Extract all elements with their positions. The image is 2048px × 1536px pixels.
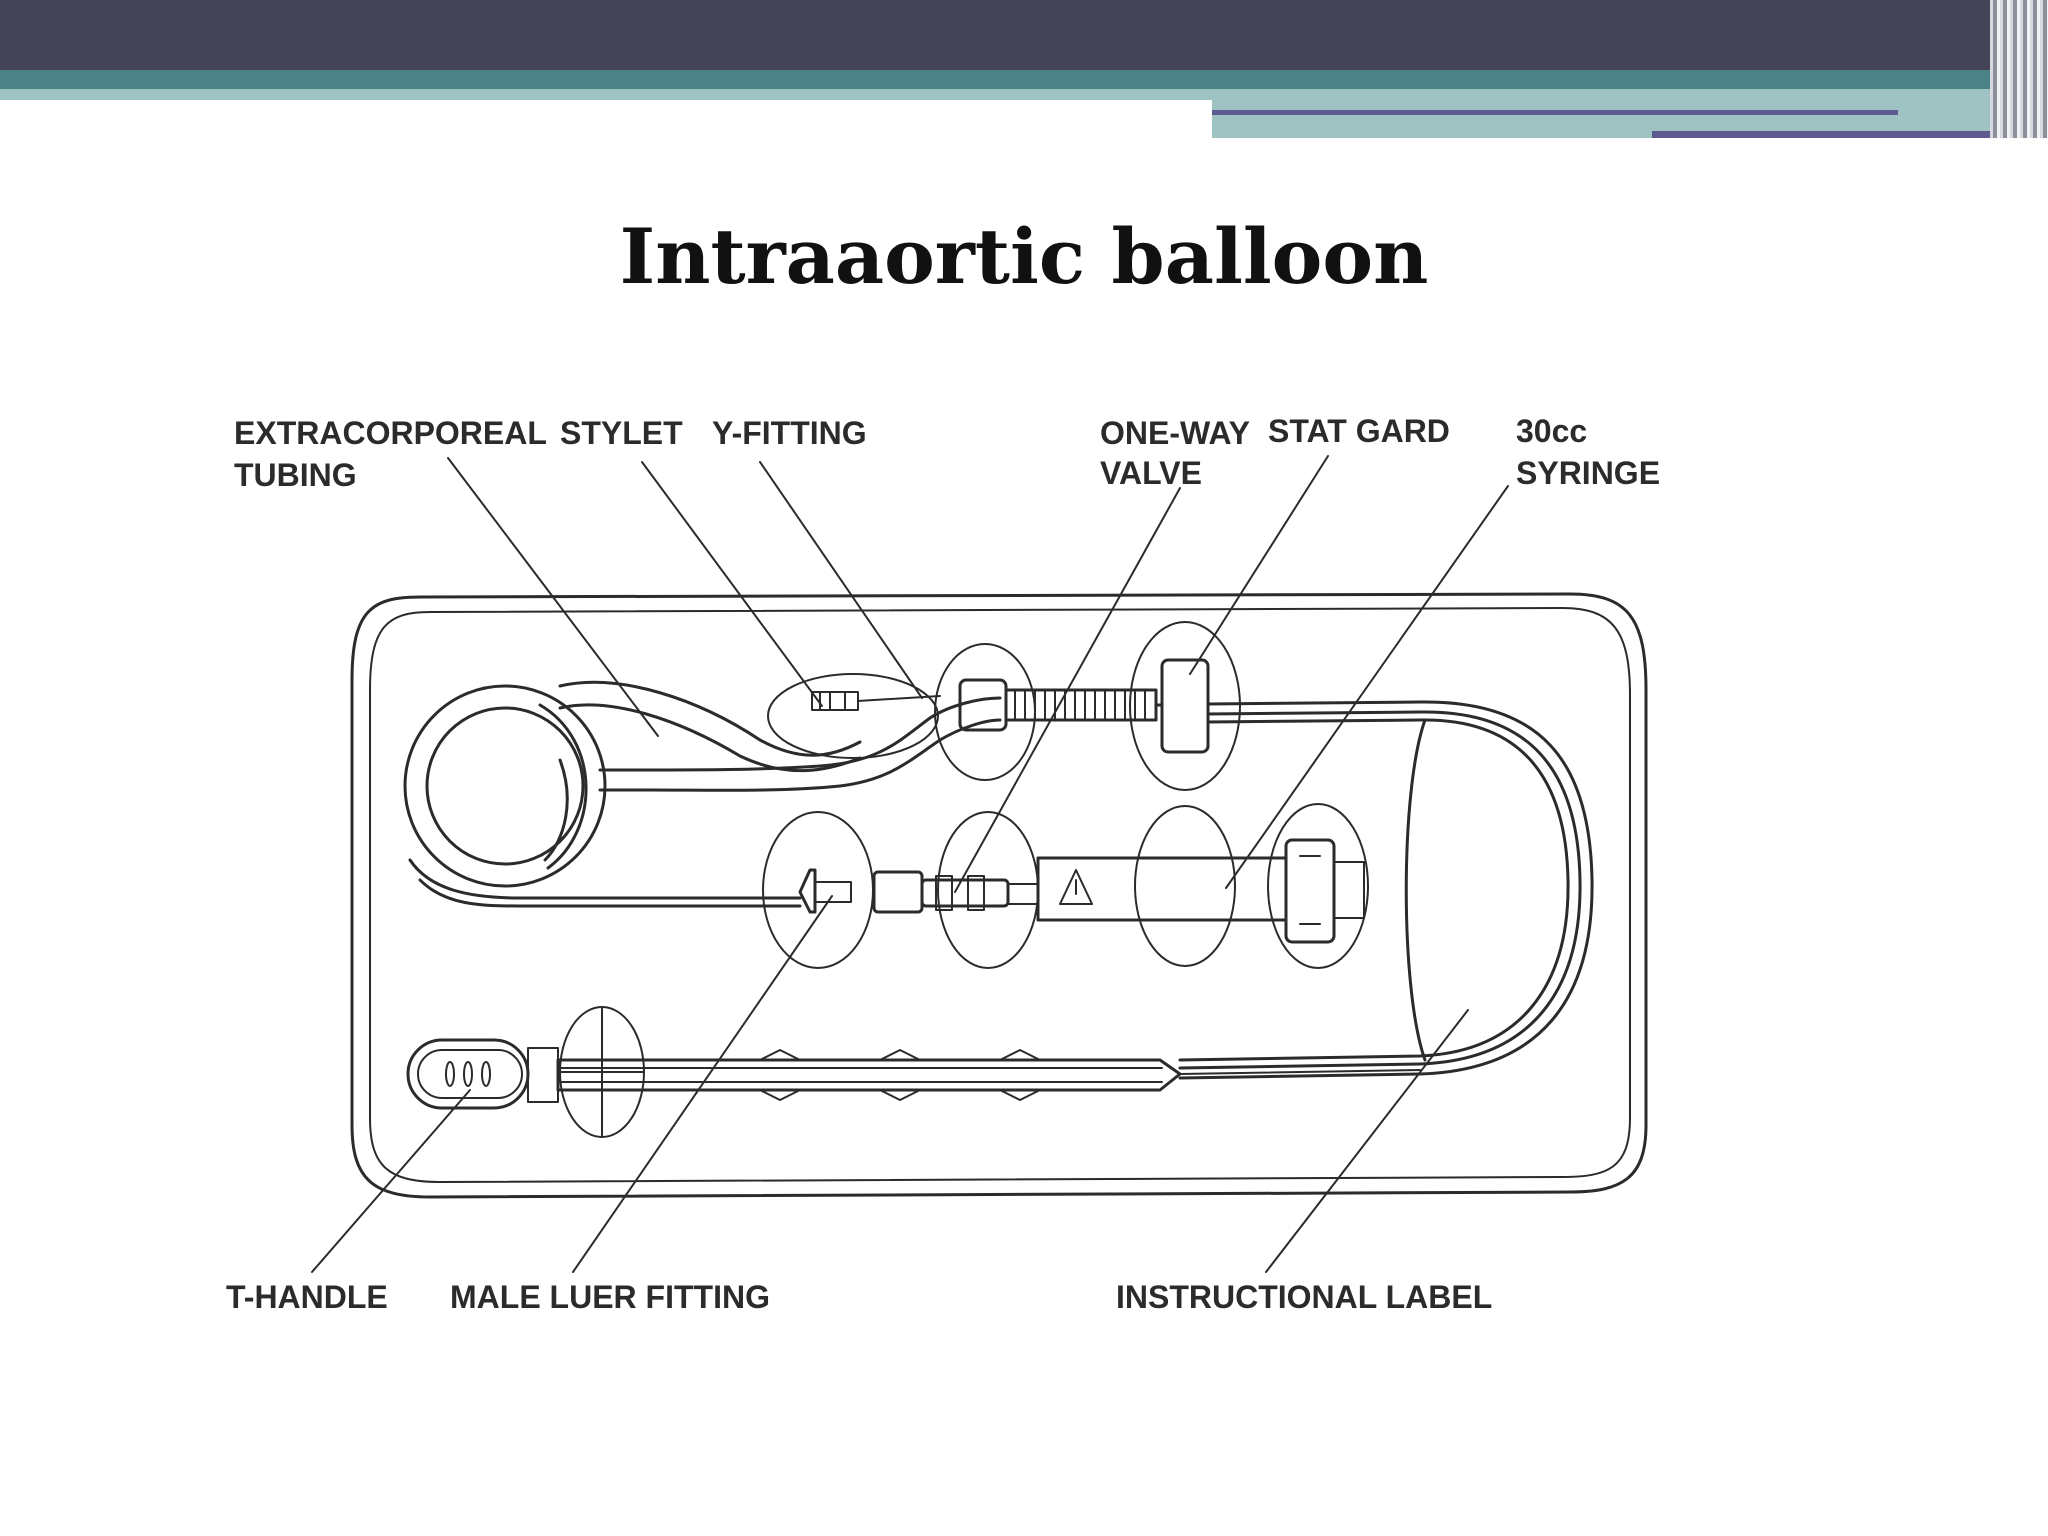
leader-male-luer-fitting <box>572 895 833 1273</box>
slide-title: Intraaortic balloon <box>619 212 1429 301</box>
pocket-yfitting <box>934 643 1036 781</box>
header-accent-line <box>1212 110 1898 115</box>
label-one-way-valve: ONE-WAY VALVE <box>1100 415 1258 491</box>
leader-stylet <box>641 461 823 707</box>
label-extracorporeal-tubing: EXTRACORPOREAL TUBING <box>234 415 555 493</box>
leader-stat-gard <box>1189 455 1329 675</box>
header-dark-band <box>0 0 2048 70</box>
label-stat-gard: STAT GARD <box>1268 413 1450 449</box>
label-t-handle: T-HANDLE <box>226 1279 388 1315</box>
balloon-hub <box>527 1047 559 1103</box>
stat-gard-coil <box>1004 688 1158 722</box>
leader-y-fitting <box>759 461 923 699</box>
tubing-coil-gap-arc-2 <box>543 758 569 862</box>
catheter-long-run-2 <box>1178 710 1582 1070</box>
instructional-label-area <box>1404 718 1427 1062</box>
tubing-upper-loop <box>558 680 862 757</box>
header-teal-band <box>0 70 2048 89</box>
tubing-lower-run-2 <box>418 878 802 908</box>
tray-outer <box>350 592 1648 1199</box>
leader-instructional-label <box>1265 1009 1469 1273</box>
one-way-valve-body <box>920 878 1010 908</box>
stylet-wire <box>857 695 941 702</box>
tubing-coil-gap-arc <box>538 703 588 870</box>
leader-extracorporeal-tubing <box>447 457 659 737</box>
tubing-lower-run <box>408 858 802 900</box>
label-male-luer-fitting: MALE LUER FITTING <box>450 1279 770 1315</box>
tubing-upper-run <box>598 696 1002 772</box>
catheter-long-run <box>1178 700 1594 1080</box>
syringe-warning-icon <box>1059 869 1093 905</box>
stat-gard-cap <box>1160 658 1210 754</box>
label-y-fitting: Y-FITTING <box>712 415 867 451</box>
label-30cc-syringe: 30cc SYRINGE <box>1516 413 1660 491</box>
tubing-coil-inner <box>425 706 585 866</box>
t-handle-slot-3 <box>481 1061 491 1087</box>
tray-inner <box>369 607 1631 1183</box>
connector-block <box>872 870 924 914</box>
label-stylet: STYLET <box>560 415 683 451</box>
label-instructional-label: INSTRUCTIONAL LABEL <box>1116 1279 1492 1315</box>
header-accent-line-short <box>1652 131 2010 138</box>
tubing-coil-outer <box>403 684 607 888</box>
t-handle-slot-2 <box>463 1061 473 1087</box>
t-handle-slot-1 <box>445 1061 455 1087</box>
male-luer-fitting <box>798 868 817 914</box>
leader-one-way-valve <box>954 487 1181 893</box>
pocket-syringe-2 <box>1267 803 1369 969</box>
pocket-syringe-1 <box>1134 805 1236 967</box>
balloon-sheath <box>556 1058 1182 1092</box>
leader-30cc-syringe <box>1225 485 1509 889</box>
pocket-luer <box>762 811 874 969</box>
header-light-band <box>0 89 1212 100</box>
pocket-stylet <box>767 673 939 759</box>
pocket-statgard <box>1129 621 1241 791</box>
catheter-long-run-3 <box>1178 718 1570 1062</box>
header-edge-strips <box>1990 0 2048 138</box>
tubing-upper-loop-2 <box>558 703 862 773</box>
leader-t-handle <box>311 1089 471 1273</box>
